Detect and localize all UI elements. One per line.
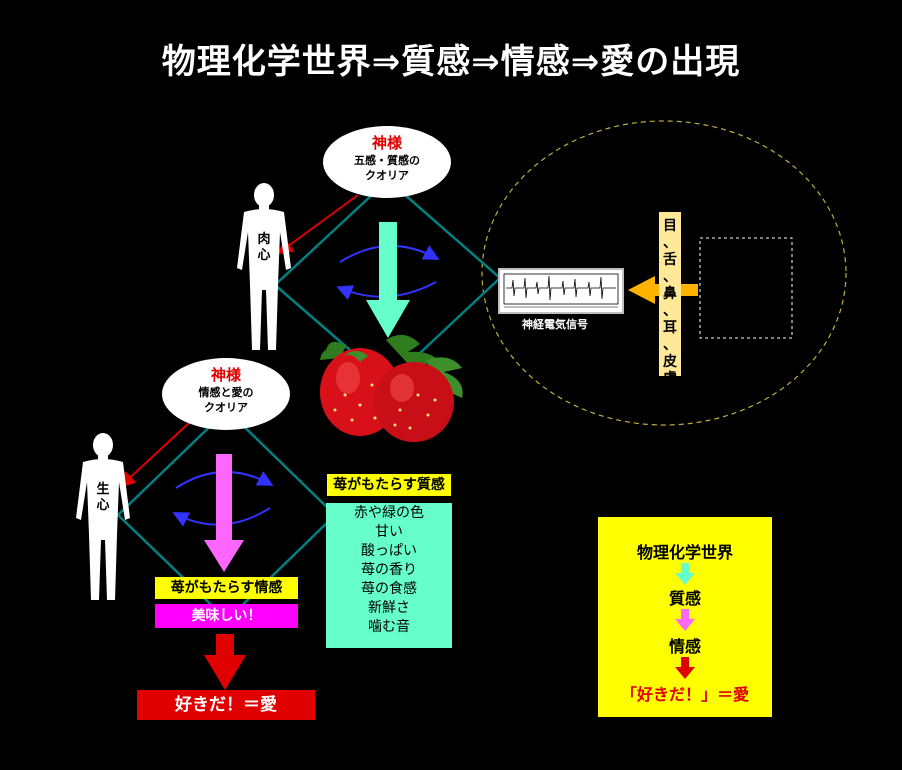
texture-item: 酸っぱい — [361, 543, 417, 559]
body-label-char: 心 — [96, 498, 110, 513]
nerve-signal-plot — [498, 268, 624, 314]
love-label: 好きだ！＝愛 — [137, 690, 315, 720]
texture-item: 苺の食感 — [361, 581, 417, 597]
summary-step-love: 「好きだ！」＝愛 — [620, 685, 749, 704]
external-world-frame — [699, 237, 793, 339]
senses-char: 、 — [663, 303, 677, 319]
texture-item: 新鮮さ — [368, 600, 410, 616]
qualia-line2: クオリア — [365, 169, 409, 182]
human-silhouette-upper-icon — [237, 183, 291, 350]
texture-list: 赤や緑の色 甘い 酸っぱい 苺の香り 苺の食感 新鮮さ 噛む音 — [326, 503, 452, 648]
summary-box: 物理化学世界 質感 情感 「好きだ！」＝愛 — [598, 517, 772, 717]
senses-char: 、 — [663, 235, 677, 251]
summary-arrow-cyan-icon — [675, 563, 695, 585]
senses-box: 目 、 舌 、 鼻 、 耳 、 皮 膚 — [659, 212, 681, 387]
page-title: 物理化学世界⇒質感⇒情感⇒愛の出現 — [161, 42, 741, 82]
body-label-char: 心 — [257, 248, 271, 263]
qualia-line1: 五感・質感の — [354, 154, 420, 167]
senses-char: 耳 — [663, 320, 677, 336]
body-label-upper: 肉 心 — [256, 232, 272, 264]
emotion-header: 苺がもたらす情感 — [155, 577, 298, 599]
summary-arrow-magenta-icon — [675, 609, 695, 631]
god-bubble-mid: 神様 情感と愛の クオリア — [162, 358, 290, 430]
texture-item: 甘い — [375, 524, 403, 540]
red-down-arrow — [204, 634, 246, 690]
signal-caption: 神経電気信号 — [522, 318, 588, 331]
cyan-down-arrow — [366, 222, 410, 338]
god-label: 神様 — [210, 366, 241, 384]
red-arrow-lower — [119, 421, 191, 488]
magenta-down-arrow — [204, 454, 244, 572]
strawberry-icon — [320, 334, 463, 442]
texture-item: 噛む音 — [368, 619, 410, 635]
perception-ellipse — [481, 120, 847, 426]
summary-step-texture: 質感 — [668, 589, 701, 608]
texture-item: 赤や緑の色 — [354, 505, 424, 521]
body-label-char: 生 — [96, 482, 110, 497]
body-label-char: 肉 — [257, 232, 271, 247]
signal-waveform-icon — [503, 273, 619, 308]
human-silhouette-lower-icon — [76, 433, 130, 600]
god-label: 神様 — [371, 134, 402, 152]
texture-header: 苺がもたらす質感 — [327, 474, 451, 496]
qualia-line2: クオリア — [204, 401, 248, 414]
senses-char: 舌 — [663, 252, 677, 268]
texture-item: 苺の香り — [361, 562, 417, 578]
summary-step-physical-world: 物理化学世界 — [636, 543, 733, 562]
senses-char: 、 — [663, 337, 677, 353]
senses-char: 皮 — [663, 354, 677, 370]
senses-char: 鼻 — [663, 286, 677, 302]
red-arrow-upper — [276, 194, 359, 255]
god-bubble-top: 神様 五感・質感の クオリア — [323, 126, 451, 198]
summary-step-emotion: 情感 — [668, 637, 701, 656]
qualia-line1: 情感と愛の — [198, 386, 254, 399]
body-label-lower: 生 心 — [95, 482, 111, 514]
emotion-value: 美味しい！ — [155, 604, 298, 628]
summary-arrow-red-icon — [675, 657, 695, 679]
senses-char: 、 — [663, 269, 677, 285]
senses-char: 目 — [663, 218, 677, 234]
senses-char: 膚 — [663, 371, 677, 387]
